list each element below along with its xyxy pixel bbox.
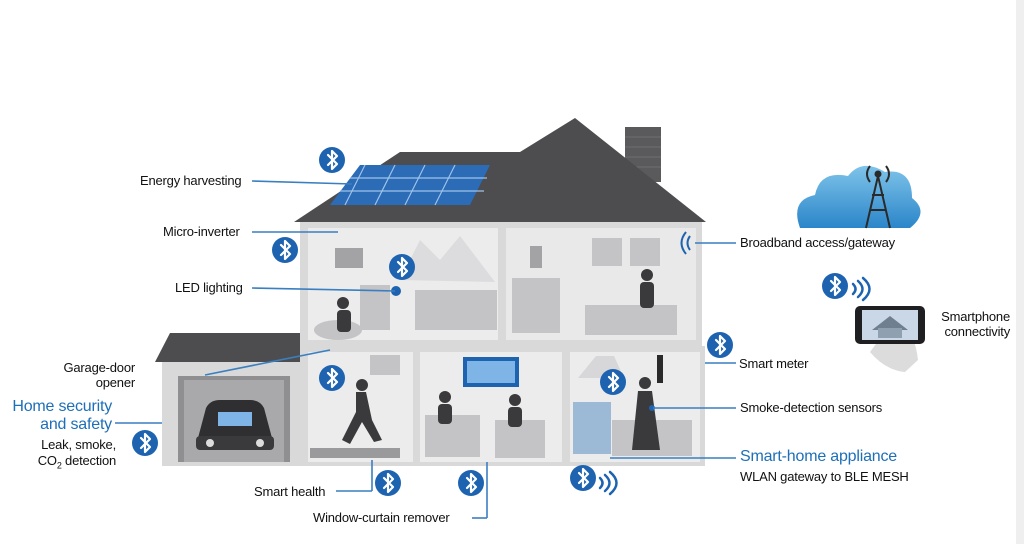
label-window-curtain-remover: Window-curtain remover: [313, 510, 450, 525]
solar-panel-icon: [330, 164, 490, 206]
label-leak-detection: Leak, smoke, CO2 detection: [37, 437, 116, 471]
bluetooth-icon: [270, 235, 300, 265]
bluetooth-icon: [820, 271, 850, 301]
bluetooth-icon: [373, 468, 403, 498]
label-micro-inverter: Micro-inverter: [163, 224, 240, 239]
label-home-security: Home security and safety: [12, 398, 112, 433]
bluetooth-icon: [387, 252, 417, 282]
smartphone-icon: [855, 306, 925, 372]
tower-icon: [865, 165, 891, 229]
wifi-icon: [598, 470, 618, 496]
connector-lines: [115, 180, 736, 519]
label-led-lighting: LED lighting: [175, 280, 243, 295]
bluetooth-icon: [598, 367, 628, 397]
bluetooth-icon: [568, 463, 598, 493]
label-smart-meter: Smart meter: [739, 356, 809, 371]
bluetooth-icon: [705, 330, 735, 360]
cloud-icon: [797, 165, 921, 228]
bluetooth-icon: [130, 428, 160, 458]
page-edge: [1016, 0, 1024, 544]
broadband-signal-icon: [680, 231, 691, 255]
car-icon: [196, 400, 274, 450]
label-smoke-detection: Smoke-detection sensors: [740, 400, 883, 415]
wifi-icon: [851, 276, 871, 302]
bluetooth-icon: [456, 468, 486, 498]
label-wlan-gateway: WLAN gateway to BLE MESH: [740, 469, 909, 484]
label-energy-harvesting: Energy harvesting: [140, 173, 242, 188]
bluetooth-icon: [317, 363, 347, 393]
label-smartphone-connectivity: Smartphone connectivity: [941, 309, 1010, 339]
label-broadband-access: Broadband access/gateway: [740, 235, 895, 250]
label-smart-health: Smart health: [254, 484, 326, 499]
label-garage-door-opener: Garage-door opener: [63, 360, 135, 390]
bluetooth-icon: [317, 145, 347, 175]
label-smart-home-appliance: Smart-home appliance: [740, 448, 897, 465]
house: [155, 118, 706, 466]
